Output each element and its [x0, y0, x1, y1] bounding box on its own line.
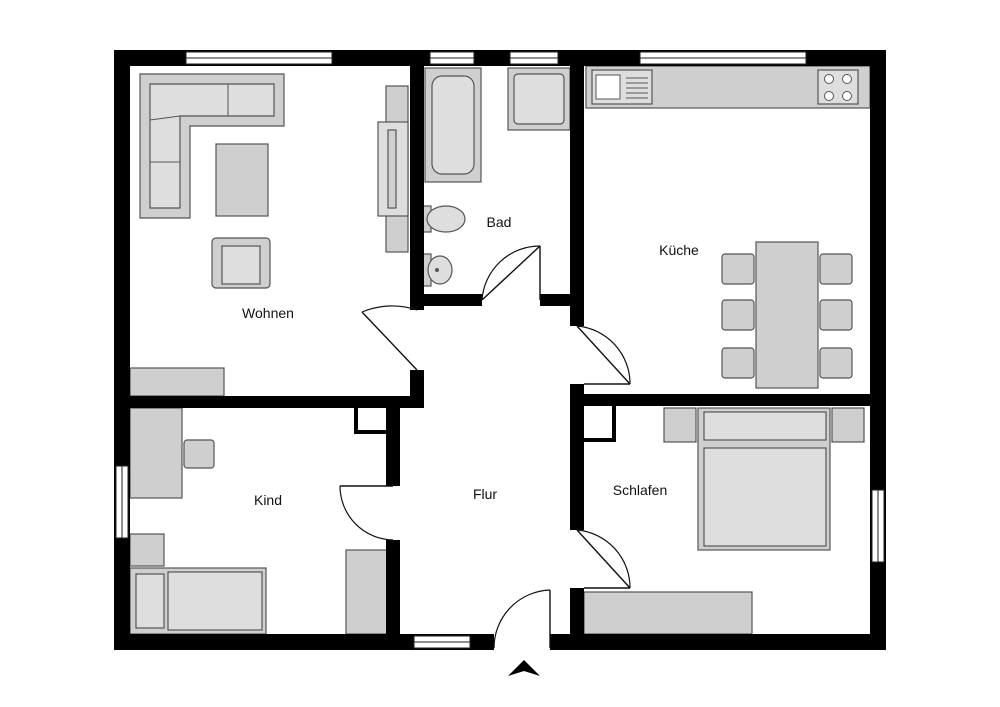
shower [507, 67, 571, 131]
corner-sofa [139, 73, 285, 219]
door-wohnen [361, 305, 418, 371]
nightstand-right [831, 407, 865, 443]
room-label-bad: Bad [487, 214, 512, 230]
door-bad [481, 245, 541, 301]
room-label-kind: Kind [254, 492, 282, 508]
door-entrance [493, 589, 551, 649]
room-label-wohnen: Wohnen [242, 305, 294, 321]
bathtub [424, 67, 482, 183]
armchair [211, 237, 271, 289]
tv-cabinet [377, 85, 409, 253]
child-bed [129, 567, 267, 635]
entrance-arrow-icon [508, 660, 540, 676]
wardrobe-kind [345, 549, 389, 635]
double-bed [697, 407, 831, 551]
coffee-table [215, 143, 269, 217]
wash-basin [422, 253, 453, 287]
door-schlafen [576, 529, 631, 589]
stove-icon [817, 69, 859, 105]
toilet [422, 205, 466, 233]
doors [339, 245, 631, 649]
dining-table [755, 241, 819, 389]
sideboard-wohnen [129, 367, 225, 397]
room-label-kueche: Küche [659, 242, 699, 258]
desk [129, 407, 183, 499]
wardrobe-schlafen [583, 591, 753, 635]
room-label-flur: Flur [473, 486, 497, 502]
desk-chair [183, 439, 215, 469]
nightstand-left [663, 407, 697, 443]
room-label-schlafen: Schlafen [613, 482, 667, 498]
door-kueche [576, 325, 631, 385]
windows [115, 51, 885, 649]
nightstand-kind [129, 533, 165, 567]
sink-icon [591, 69, 653, 105]
dining-chairs [721, 253, 853, 379]
door-kind [339, 485, 394, 541]
